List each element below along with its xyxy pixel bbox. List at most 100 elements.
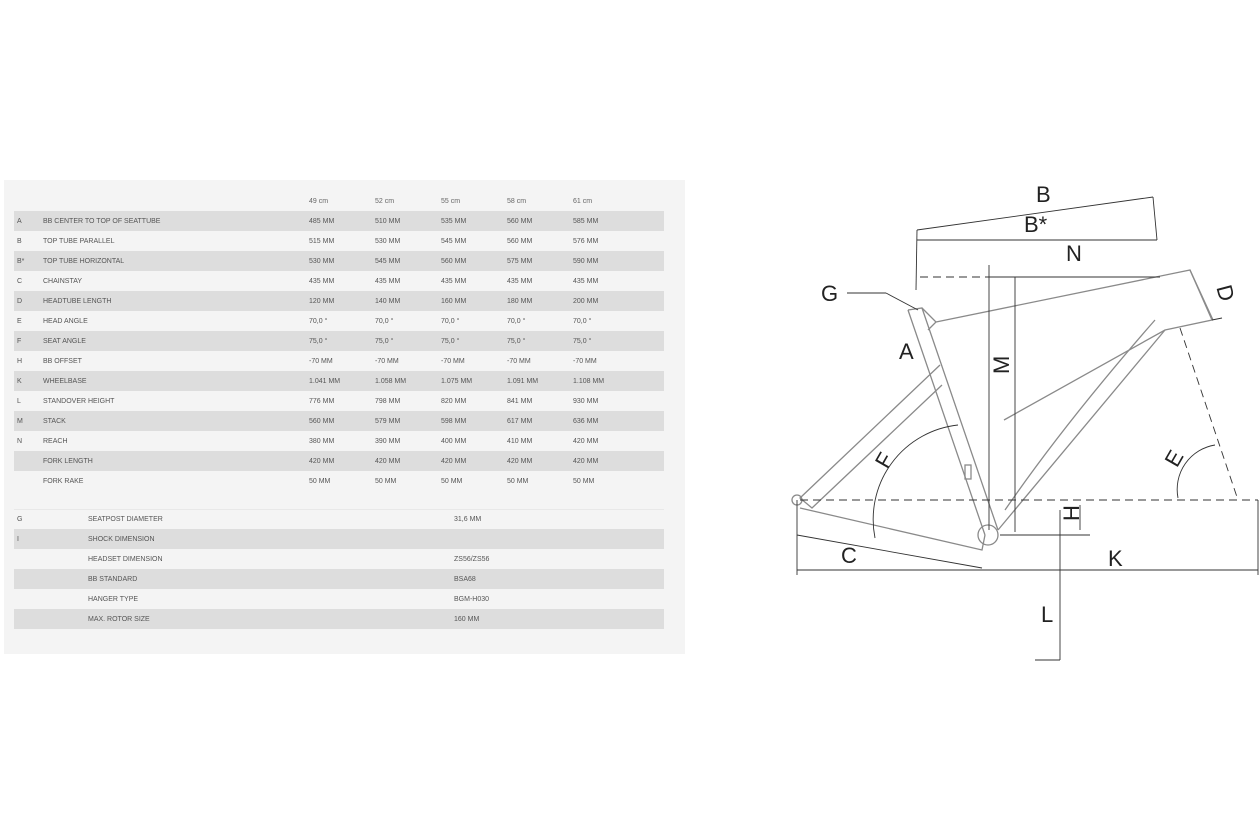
row-value: -70 MM [441, 358, 465, 365]
row-value: 598 MM [441, 418, 467, 425]
row-label: WHEELBASE [43, 378, 87, 385]
angle-F [872, 424, 959, 539]
row-value: 841 MM [507, 398, 533, 405]
spec-row: MAX. ROTOR SIZE 160 MM [14, 609, 664, 629]
size-header: 55 cm [441, 198, 461, 205]
spec-label: SEATPOST DIAMETER [88, 516, 163, 523]
row-value: 70,0 ° [507, 318, 526, 325]
row-value: 75,0 ° [573, 338, 592, 345]
row-value: 75,0 ° [507, 338, 526, 345]
section-divider [14, 509, 664, 510]
size-header-row: 49 cm 52 cm 55 cm 58 cm 61 cm [4, 180, 685, 210]
row-value: 1.041 MM [309, 378, 341, 385]
row-label: HEADTUBE LENGTH [43, 298, 112, 305]
down-tube [997, 329, 1166, 531]
bottom-bracket [977, 524, 999, 546]
row-value: 930 MM [573, 398, 599, 405]
spec-row: HEADSET DIMENSION ZS56/ZS56 [14, 549, 664, 569]
spec-value: 31,6 MM [454, 516, 482, 523]
row-value: 575 MM [507, 258, 533, 265]
spec-label: BB STANDARD [88, 576, 138, 583]
row-value: 1.108 MM [573, 378, 605, 385]
row-value: 798 MM [375, 398, 401, 405]
spec-value: 160 MM [454, 616, 480, 623]
row-value: -70 MM [507, 358, 531, 365]
row-value: 560 MM [507, 238, 533, 245]
row-value: 776 MM [309, 398, 335, 405]
row-value: 420 MM [375, 458, 401, 465]
row-value: 545 MM [375, 258, 401, 265]
row-value: 420 MM [507, 458, 533, 465]
seat-tube [907, 307, 999, 536]
row-value: 560 MM [507, 218, 533, 225]
label-N: N [1066, 241, 1082, 266]
head-tube [1189, 269, 1214, 321]
spec-label: MAX. ROTOR SIZE [88, 616, 150, 623]
label-A: A [899, 339, 914, 364]
size-header: 58 cm [507, 198, 527, 205]
row-label: TOP TUBE HORIZONTAL [43, 258, 125, 265]
seat-tube-top [907, 307, 937, 331]
label-F: F [870, 448, 898, 472]
label-E: E [1160, 446, 1189, 471]
row-value: 75,0 ° [441, 338, 460, 345]
size-header: 52 cm [375, 198, 395, 205]
dimension-labels: B B* N G D A M F E H C K L [821, 182, 1240, 627]
row-label: STACK [43, 418, 66, 425]
row-label: SEAT ANGLE [43, 338, 86, 345]
row-value: 70,0 ° [441, 318, 460, 325]
label-G: G [821, 281, 838, 306]
spec-label: HEADSET DIMENSION [88, 556, 163, 563]
seat-stay [799, 364, 943, 509]
row-code: E [17, 318, 22, 325]
row-value: 576 MM [573, 238, 599, 245]
row-label: CHAINSTAY [43, 278, 83, 285]
row-value: -70 MM [375, 358, 399, 365]
label-C: C [841, 543, 857, 568]
row-value: 535 MM [441, 218, 467, 225]
row-value: 50 MM [573, 478, 595, 485]
row-value: 75,0 ° [375, 338, 394, 345]
dim-C [796, 534, 983, 569]
angle-E [1176, 444, 1216, 499]
row-value: 590 MM [573, 258, 599, 265]
spec-value: ZS56/ZS56 [454, 556, 490, 563]
row-value: 160 MM [441, 298, 467, 305]
row-value: 1.091 MM [507, 378, 539, 385]
row-code: M [17, 418, 23, 425]
row-code: K [17, 378, 22, 385]
row-label: FORK LENGTH [43, 458, 93, 465]
spec-label: SHOCK DIMENSION [88, 536, 155, 543]
dim-E [1179, 327, 1239, 501]
row-value: 140 MM [375, 298, 401, 305]
row-value: 50 MM [375, 478, 397, 485]
row-code: L [17, 398, 21, 405]
row-value: 70,0 ° [309, 318, 328, 325]
row-value: 390 MM [375, 438, 401, 445]
label-B-star: B* [1024, 212, 1048, 237]
dim-B [916, 196, 1154, 231]
row-code: C [17, 278, 23, 285]
row-value: 579 MM [375, 418, 401, 425]
row-value: 435 MM [507, 278, 533, 285]
row-code: H [17, 358, 23, 365]
row-value: 515 MM [309, 238, 335, 245]
down-tube-inner [1004, 319, 1156, 511]
frame-geometry-diagram: B B* N G D A M F E H C K L [791, 182, 1259, 661]
label-L: L [1041, 602, 1053, 627]
row-value: -70 MM [309, 358, 333, 365]
row-code: A [17, 218, 22, 225]
row-value: 435 MM [573, 278, 599, 285]
